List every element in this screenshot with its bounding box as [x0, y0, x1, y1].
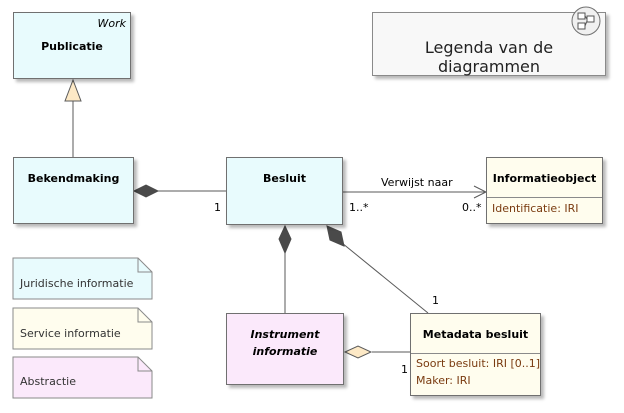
aggregation-diamond-icon	[343, 345, 373, 359]
class-besluit[interactable]: Besluit	[226, 157, 343, 225]
attribute: Soort besluit: IRI [0..1]	[416, 357, 541, 370]
class-name: Informatieobject	[492, 172, 597, 185]
class-name: Bekendmaking	[27, 172, 120, 185]
legend-title-box[interactable]: Legenda van de diagrammen	[372, 6, 606, 76]
class-publicatie[interactable]: Work Publicatie	[13, 12, 131, 79]
class-name: Publicatie	[41, 40, 103, 53]
composition-diamond-icon	[132, 184, 160, 198]
class-name: Metadata besluit	[422, 328, 529, 341]
multiplicity-label: 1	[401, 363, 408, 376]
class-informatieobject[interactable]: Informatieobject Identificatie: IRI	[486, 157, 603, 224]
legend-note-service: Service informatie	[20, 327, 121, 340]
attribute: Maker: IRI	[416, 374, 471, 387]
multiplicity-label: 1	[432, 294, 439, 307]
diagram-frame-icon	[571, 6, 601, 36]
class-name-line1: Instrument	[250, 328, 320, 341]
multiplicity-label: 0..*	[462, 201, 482, 214]
compartment-divider	[487, 197, 602, 198]
stereotype-label: Work	[97, 17, 127, 30]
legend-note-juridische: Juridische informatie	[20, 277, 134, 290]
compartment-divider	[411, 353, 540, 354]
class-metadata-besluit[interactable]: Metadata besluit Soort besluit: IRI [0..…	[410, 313, 541, 396]
attribute: Identificatie: IRI	[492, 202, 579, 215]
composition-diamond-icon	[278, 224, 292, 255]
legend-title: Legenda van de diagrammen	[424, 38, 554, 76]
legend-note-abstractie: Abstractie	[20, 375, 76, 388]
composition-diamond-icon	[326, 225, 345, 247]
class-bekendmaking[interactable]: Bekendmaking	[13, 157, 134, 224]
generalization-triangle-icon	[64, 78, 82, 102]
class-instrument-informatie[interactable]: Instrument informatie	[226, 313, 344, 385]
association-label: Verwijst naar	[381, 176, 453, 189]
besluit-metadata-line	[341, 242, 429, 314]
class-name: Besluit	[262, 172, 307, 185]
multiplicity-label: 1	[214, 201, 221, 214]
multiplicity-label: 1..*	[349, 201, 369, 214]
class-name-line2: informatie	[252, 345, 318, 358]
